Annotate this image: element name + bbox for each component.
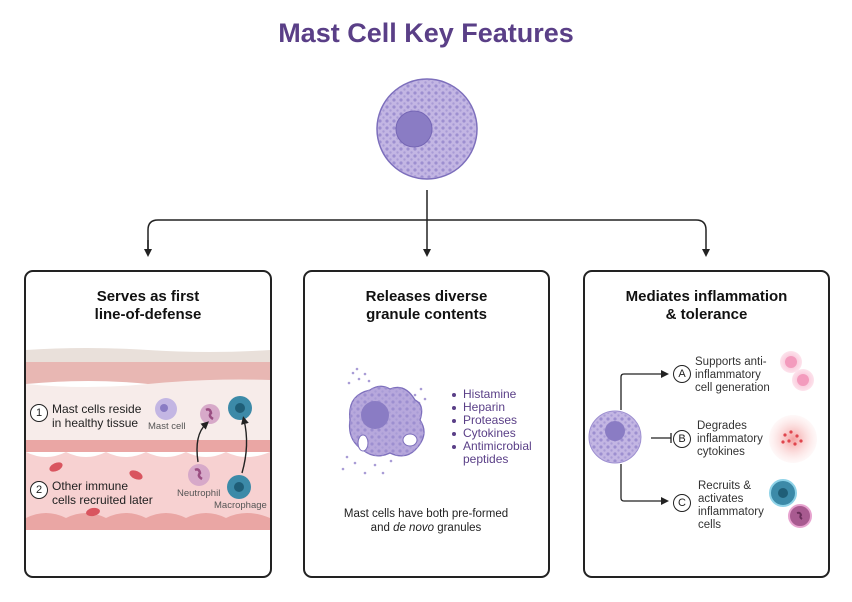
panel-title: Serves as first line-of-defense	[94, 288, 202, 323]
macrophage-label: Macrophage	[214, 500, 267, 511]
mast-cell-label: Mast cell	[148, 421, 186, 432]
neutrophil-icon	[200, 404, 220, 424]
function-text: Supports anti- inflammatory cell generat…	[695, 356, 770, 394]
step-text: Mast cells reside in healthy tissue	[52, 402, 142, 430]
granule-caption: Mast cells have both pre-formed and de n…	[343, 508, 509, 534]
panel-title: Releases diverse granule contents	[365, 288, 488, 323]
step-marker: 1	[30, 404, 48, 422]
step-marker: 2	[30, 481, 48, 499]
list-item: Antimicrobial peptides	[452, 440, 543, 466]
inflammation-pathway-illustration	[588, 351, 817, 528]
recruit-arrow	[241, 416, 249, 474]
list-item: Heparin	[452, 401, 543, 414]
macrophage-icon	[228, 396, 252, 420]
neutrophil-label: Neutrophil	[177, 488, 221, 499]
cytokines-icon	[769, 415, 817, 463]
activate-arrow	[620, 464, 669, 505]
mast-cell-icon	[155, 398, 177, 420]
step-text: Other immune cells recruited later	[52, 479, 153, 507]
anti-inflammatory-cells-icon	[780, 351, 814, 391]
neutrophil-recruited-icon	[188, 464, 210, 486]
list-item: Histamine	[452, 388, 543, 401]
degranulating-mast-cell-icon	[341, 367, 427, 475]
function-text: Recruits & activates inflammatory cells	[698, 480, 764, 531]
inhibit-arrow	[651, 433, 672, 443]
macrophage-recruited-icon	[227, 475, 251, 499]
panel-granule-contents: Releases diverse granule contents	[303, 270, 550, 578]
list-item: Proteases	[452, 414, 543, 427]
activate-arrow	[620, 370, 669, 410]
list-item: Cytokines	[452, 427, 543, 440]
function-marker: B	[673, 430, 691, 448]
function-marker: A	[673, 365, 691, 383]
inflammatory-cells-icon	[769, 479, 812, 528]
mast-cell-icon	[588, 410, 642, 464]
function-marker: C	[673, 494, 691, 512]
panel-title: Mediates inflammation & tolerance	[625, 288, 788, 323]
page-title: Mast Cell Key Features	[278, 18, 574, 48]
granule-contents-list: Histamine Heparin Proteases Cytokines An…	[452, 388, 543, 466]
function-text: Degrades inflammatory cytokines	[697, 420, 763, 458]
central-mast-cell-icon	[376, 78, 478, 180]
recruit-arrow	[196, 421, 209, 463]
tissue-blood-vessel-illustration	[26, 348, 270, 530]
branch-connector	[144, 190, 710, 257]
